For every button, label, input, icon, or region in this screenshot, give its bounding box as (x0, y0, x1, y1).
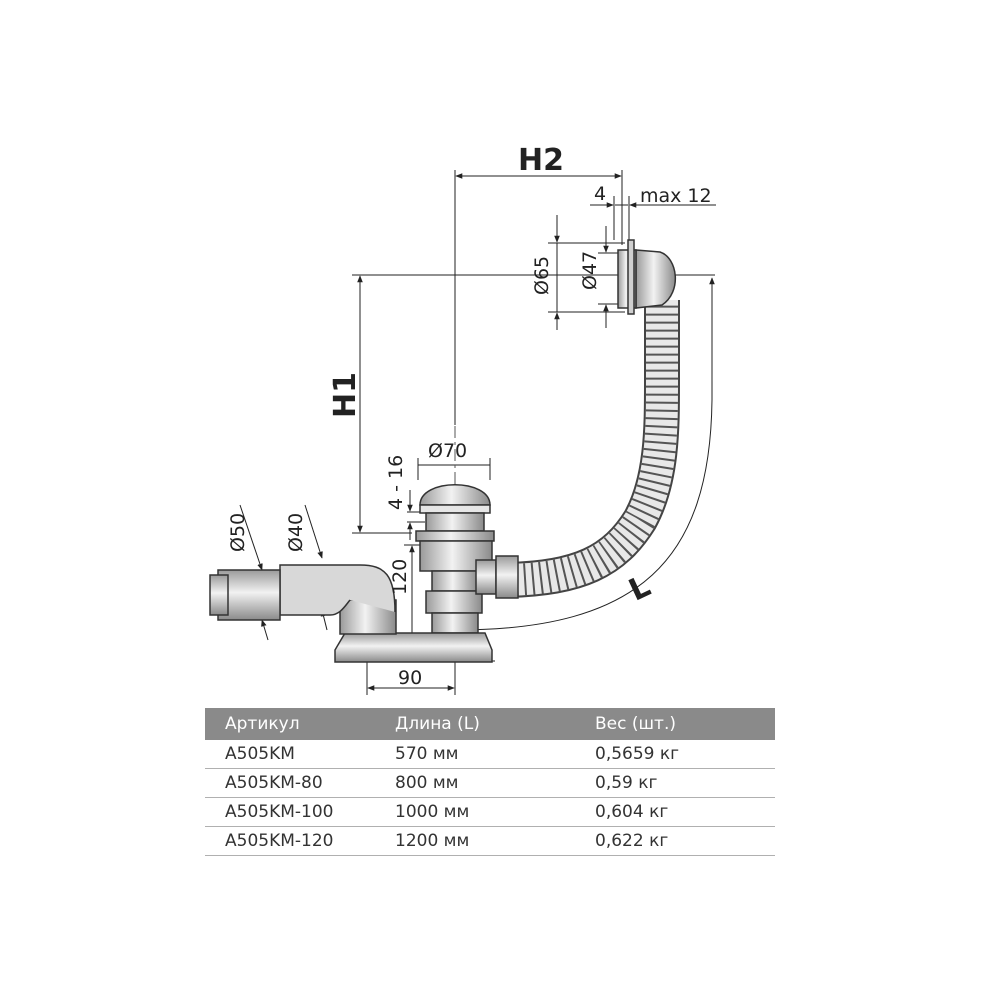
table-cell-article: A505KM-80 (205, 768, 375, 798)
table-cell-weight: 0,622 кг (575, 826, 775, 856)
dim-d70-label: Ø70 (428, 440, 467, 462)
dim-d65-label: Ø65 (531, 256, 553, 295)
table-cell-article: A505KM-120 (205, 826, 375, 856)
spec-table: Артикул Длина (L) Вес (шт.) A505KM 570 м… (205, 708, 775, 856)
dim-max12-label: max 12 (640, 185, 712, 207)
dim-range-label: 4 - 16 (385, 455, 407, 510)
table-cell-article: A505KM-100 (205, 797, 375, 827)
table-cell-length: 1000 мм (375, 797, 575, 827)
dim-h2-label: H2 (518, 143, 564, 178)
dim-h1-label: H1 (328, 372, 363, 418)
table-cell-length: 800 мм (375, 768, 575, 798)
dim-d50-label: Ø50 (227, 513, 249, 552)
table-header-article: Артикул (205, 708, 375, 740)
table-cell-length: 570 мм (375, 740, 575, 769)
table-row: A505KM 570 мм 0,5659 кг (205, 740, 775, 769)
table-cell-article: A505KM (205, 740, 375, 769)
table-header-length: Длина (L) (375, 708, 575, 740)
table-cell-weight: 0,604 кг (575, 797, 775, 827)
table-header-weight: Вес (шт.) (575, 708, 775, 740)
dim-h120-label: 120 (389, 559, 411, 595)
dim-d47-label: Ø47 (579, 251, 601, 290)
table-header-row: Артикул Длина (L) Вес (шт.) (205, 708, 775, 740)
table-row: A505KM-120 1200 мм 0,622 кг (205, 826, 775, 856)
table-row: A505KM-80 800 мм 0,59 кг (205, 768, 775, 798)
siphon-technical-drawing: H2 4 max 12 Ø65 Ø47 H1 Ø70 4 - 16 120 90… (209, 143, 716, 695)
dim-d40-label: Ø40 (285, 513, 307, 552)
table-cell-weight: 0,5659 кг (575, 740, 775, 769)
table-cell-weight: 0,59 кг (575, 768, 775, 798)
overflow-head (617, 239, 677, 315)
dim-l-label: L (624, 569, 656, 609)
dim-four-label: 4 (594, 183, 606, 205)
table-cell-length: 1200 мм (375, 826, 575, 856)
dim-w90-label: 90 (398, 667, 422, 689)
table-row: A505KM-100 1000 мм 0,604 кг (205, 797, 775, 827)
trap-body (209, 564, 493, 663)
drain-assembly (415, 484, 519, 634)
corrugated-hose (499, 300, 680, 598)
